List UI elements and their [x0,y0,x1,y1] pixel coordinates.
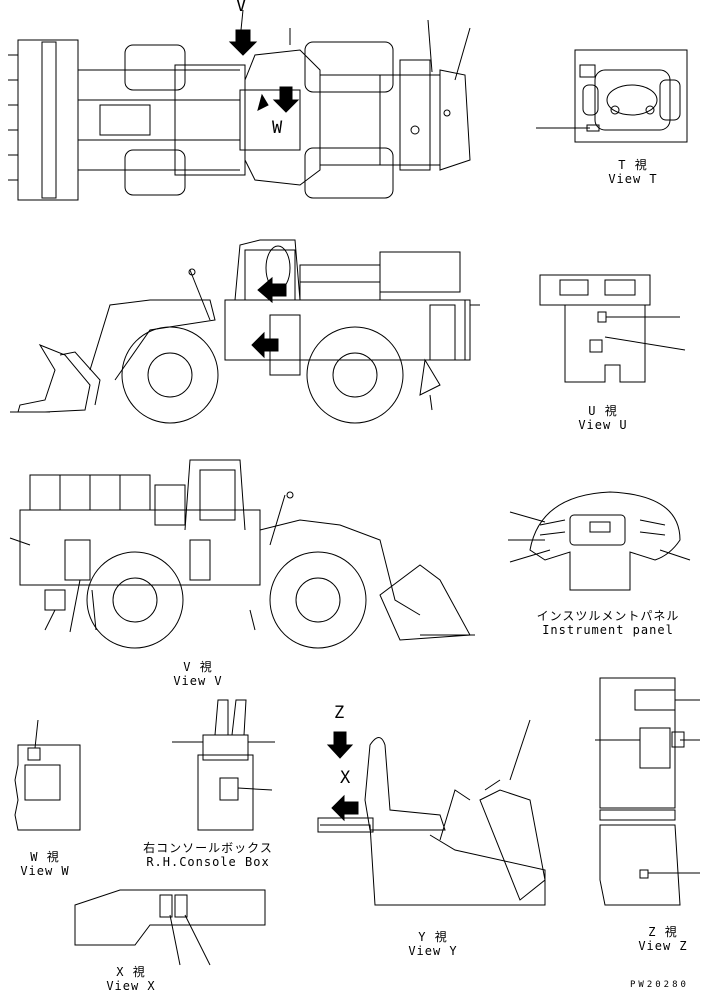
marker-x: X [340,768,351,788]
console-box-drawing [172,699,275,831]
view-w-drawing [14,719,81,831]
marker-w: W [272,118,283,138]
marker-z: Z [334,703,345,723]
marker-v: V [236,0,247,16]
view-u-drawing [539,274,686,383]
view-t-drawing [536,49,688,143]
view-z-drawing [595,677,700,906]
loader-side-view-1 [10,239,480,424]
drawing-code: PW20280 [630,980,689,990]
view-x-drawing [74,889,266,966]
instrument-panel-drawing [508,491,691,591]
view-y-drawing [317,719,546,906]
loader-top-view [8,9,471,201]
loader-side-view-v [9,459,475,649]
